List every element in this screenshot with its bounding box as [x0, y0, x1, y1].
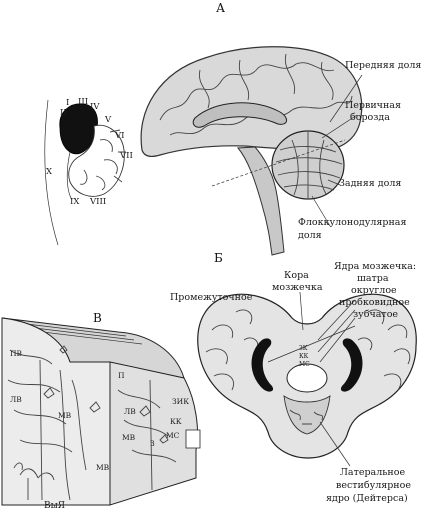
corpus-callosum: [192, 102, 287, 128]
anterior-lobe-label: Передняя доля: [345, 60, 421, 71]
lateral-vestibular-label-3: ядро (Дейтерса): [326, 493, 408, 504]
dentate-nucleus-left: [251, 338, 274, 392]
panel-b-section: [197, 291, 417, 467]
flocculonodular-label-1: Флоккулонодулярная: [298, 217, 406, 228]
intermediate-label: Промежуточное: [170, 292, 253, 303]
lobule-IV: IV: [90, 102, 100, 112]
panel-v-block: [1, 317, 201, 506]
label-lv-2: ЛВ: [124, 407, 136, 416]
nucleus-dentate: зубчатое: [353, 309, 398, 320]
panel-a-label: А: [216, 1, 225, 15]
brainstem: [236, 146, 285, 256]
label-mv-1: МВ: [58, 411, 72, 420]
lobule-VII: VII: [119, 151, 133, 161]
label-pv: ПВ: [10, 349, 23, 358]
nuclei-title: Ядра мозжечка:: [334, 261, 416, 272]
lobule-VI: VI: [114, 131, 125, 141]
lobule-folia: [79, 129, 126, 191]
medulla-label: ВыЯ: [44, 501, 65, 511]
label-ms: МС: [166, 431, 180, 440]
primary-fissure-label-2: борозда: [350, 112, 390, 123]
lobule-III: III: [78, 97, 88, 107]
cerebellar-folia: [275, 132, 343, 198]
block-side-face: [109, 361, 198, 506]
label-mv-3: МВ: [96, 463, 110, 472]
lobule-X: X: [46, 167, 53, 177]
dentate-nucleus-right: [340, 338, 363, 392]
nucleus-fastigial: шатра: [357, 273, 389, 284]
label-z: З: [150, 439, 155, 448]
lobule-II: II: [60, 108, 67, 118]
block-fibers: [7, 349, 177, 501]
label-lv-1: ЛВ: [10, 395, 22, 404]
label-p: П: [118, 371, 125, 380]
panel-a-brain: [140, 46, 363, 256]
nucleus-emboliform: пробковидное: [339, 297, 410, 308]
lobule-numerals: I II III IV V VI VII VIII IX X: [46, 97, 133, 207]
mark-kk: КК: [299, 353, 309, 360]
panel-b-label: Б: [214, 251, 223, 265]
lateral-vestibular-label-1: Латеральное: [340, 467, 405, 478]
fourth-ventricle: [286, 363, 328, 393]
nucleus-globose: округлое: [351, 285, 397, 296]
panel-v-labels: ПВ ЛВ МВ П ЛВ МВ МВ ЗИК КК МС З: [10, 349, 189, 472]
lobule-V: V: [104, 115, 112, 125]
lobule-stem: [44, 99, 59, 246]
label-kk: КК: [170, 417, 182, 426]
cortex-label-2: мозжечка: [272, 282, 323, 293]
medulla-section: [283, 395, 331, 435]
mark-ms: МС: [299, 361, 310, 368]
cortex-label-1: Кора: [284, 270, 309, 281]
flocculonodular-label-2: доля: [298, 230, 322, 241]
lateral-vestibular-label-2: вестибулярное: [336, 480, 411, 491]
cerebrum-outline: [140, 46, 363, 157]
block-notch: [185, 429, 201, 449]
label-mv-2: МВ: [122, 433, 136, 442]
primary-fissure-label-1: Первичная: [345, 100, 401, 111]
posterior-lobe-label: Задняя доля: [339, 178, 401, 189]
lobule-IX: IX: [70, 197, 80, 207]
label-zik: ЗИК: [172, 397, 189, 406]
block-neurons: [43, 345, 169, 444]
lobule-VIII: VIII: [89, 197, 106, 207]
lobule-I: I: [66, 98, 69, 108]
medulla-neuron: [13, 462, 55, 500]
lobule-diagram: [44, 99, 126, 246]
coronal-folia: [205, 309, 411, 391]
section-line: [211, 139, 346, 187]
panel-v-label: В: [93, 311, 102, 325]
mark-zk: ЗК: [299, 345, 308, 352]
